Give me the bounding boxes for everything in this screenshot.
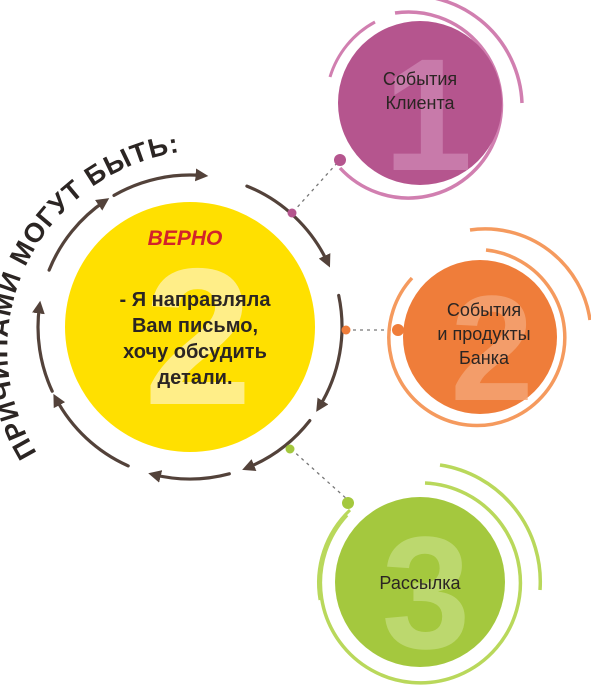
satellite-3-line: Рассылка	[379, 573, 461, 593]
satellite-1-label: События Клиента	[345, 68, 495, 116]
satellite-2-label: События и продукты Банка	[404, 299, 564, 370]
cycle-arrows	[32, 168, 344, 483]
main-circle: 2	[65, 202, 315, 452]
cycle-arrow-3	[245, 184, 331, 268]
connectors	[290, 161, 394, 501]
satellite-1-line: Клиента	[385, 92, 455, 113]
main-text-line: хочу обсудить	[123, 341, 267, 363]
satellite-2-line: Банка	[458, 347, 510, 368]
satellite-2-number: 2	[450, 264, 533, 432]
satellite-3-label: Рассылка	[345, 573, 495, 594]
satellite-circle-3: 3	[317, 463, 543, 685]
cycle-arrow-7	[53, 393, 130, 468]
cycle-arrow-6	[148, 470, 231, 483]
cycle-arrow-2	[112, 168, 209, 197]
satellite-1-line: События	[382, 69, 458, 89]
main-text-line: Вам письмо,	[131, 315, 258, 337]
satellite-3-number: 3	[382, 503, 471, 682]
satellite-2-line: и продукты	[437, 323, 531, 344]
main-text-line: детали.	[157, 367, 233, 389]
connector-dots	[285, 208, 351, 454]
main-circle-text: - Я направляла Вам письмо, хочу обсудить…	[95, 287, 295, 391]
main-circle-number: 2	[144, 228, 252, 446]
satellite-1-number: 1	[384, 25, 473, 204]
satellite-2-line: События	[446, 300, 522, 320]
satellite-circle-1: 1	[328, 0, 524, 204]
cycle-arrow-1	[47, 198, 110, 272]
satellite-circle-2: 2	[387, 227, 591, 432]
cycle-arrow-4	[316, 293, 344, 412]
main-text-line: - Я направляла	[119, 289, 271, 311]
cycle-arrow-8	[32, 300, 54, 393]
correct-badge: ВЕРНО	[147, 227, 223, 250]
cycle-arrow-5	[242, 419, 312, 471]
